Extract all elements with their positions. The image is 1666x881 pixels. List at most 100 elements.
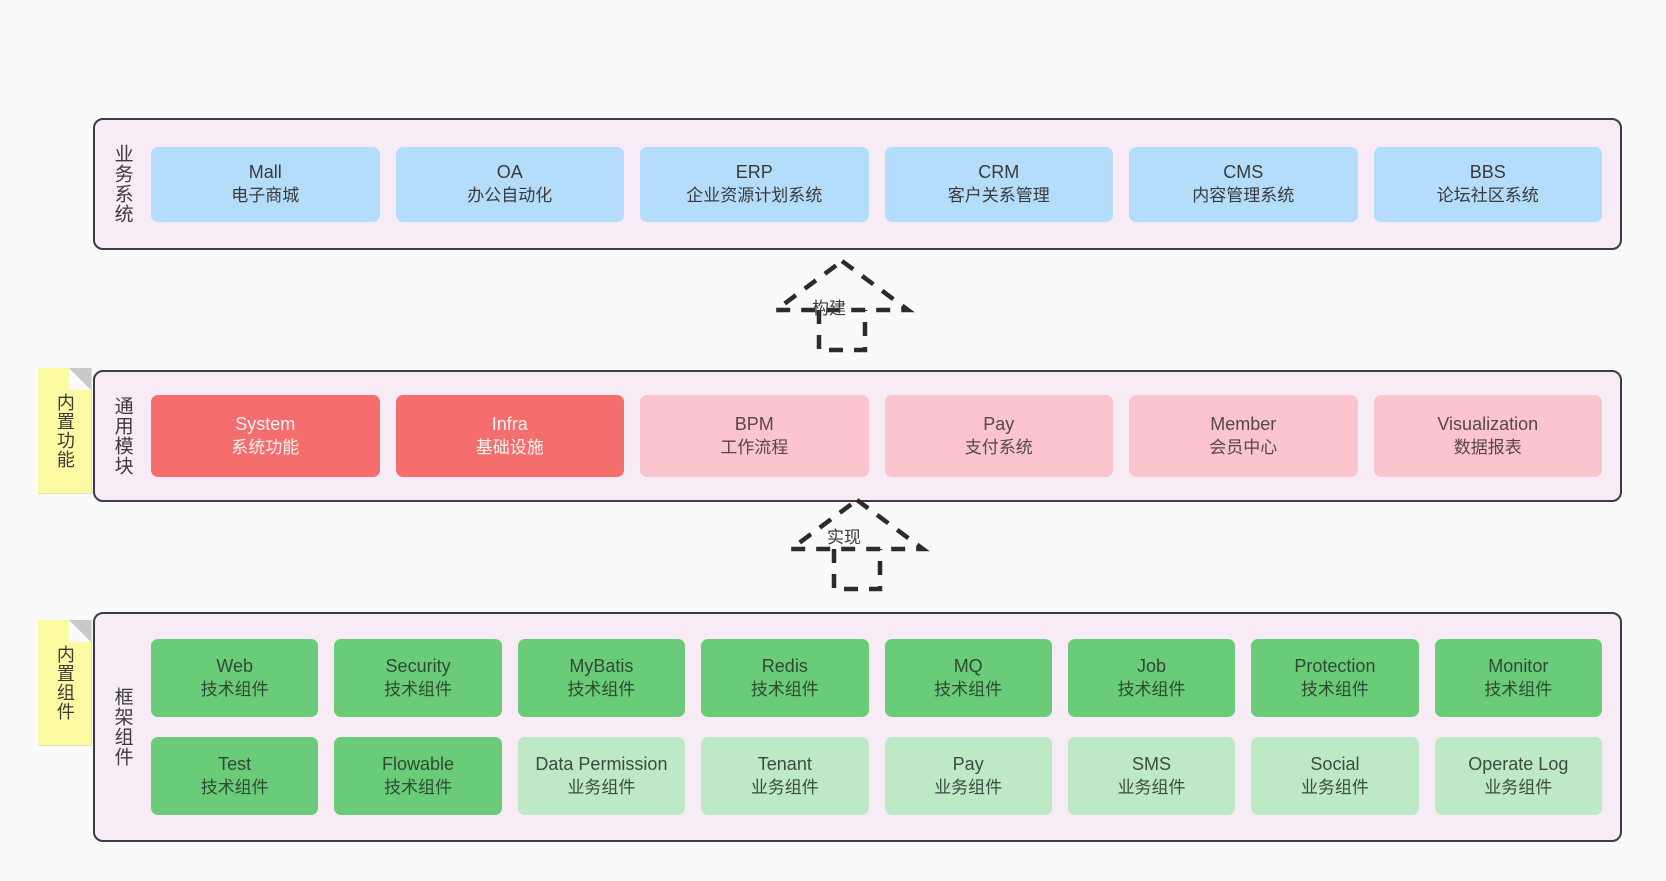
card-title-cn: 客户关系管理 [947,185,1050,205]
card-title-cn: 企业资源计划系统 [686,185,823,205]
card-title-en: Social [1310,754,1360,775]
card-mq[interactable]: MQ 技术组件 [884,639,1052,717]
note-builtin-function: 内置功能 [38,368,92,494]
layer-body-business-system: Mall 电子商城 OA 办公自动化 ERP 企业资源计划系统 CRM 客户关系… [141,120,1620,248]
card-title-en: Tenant [757,754,812,775]
card-row: Web 技术组件 Security 技术组件 MyBatis 技术组件 Redi… [151,639,1602,717]
connector-label-realize: 实现 [827,528,861,547]
layer-body-framework-component: Web 技术组件 Security 技术组件 MyBatis 技术组件 Redi… [141,614,1620,840]
card-title-cn: 技术组件 [200,777,269,797]
card-system[interactable]: System 系统功能 [151,395,380,477]
layer-title-common-module: 通用模块 [111,396,133,476]
card-title-cn: 论坛社区系统 [1436,185,1539,205]
note-builtin-component: 内置组件 [38,620,92,746]
card-title-cn: 业务组件 [1300,777,1369,797]
card-infra[interactable]: Infra 基础设施 [395,395,624,477]
card-crm[interactable]: CRM 客户关系管理 [884,146,1113,222]
card-title-cn: 业务组件 [750,777,819,797]
card-tenant[interactable]: Tenant 业务组件 [701,737,869,815]
card-operate-log[interactable]: Operate Log 业务组件 [1434,737,1602,815]
card-title-cn: 数据报表 [1453,437,1522,457]
card-title-en: Test [218,754,252,775]
card-social[interactable]: Social 业务组件 [1251,737,1419,815]
card-job[interactable]: Job 技术组件 [1067,639,1236,717]
card-protection[interactable]: Protection 技术组件 [1251,639,1419,717]
card-flowable[interactable]: Flowable 技术组件 [334,737,502,815]
card-row: Mall 电子商城 OA 办公自动化 ERP 企业资源计划系统 CRM 客户关系… [151,146,1602,222]
card-test[interactable]: Test 技术组件 [151,737,319,815]
card-redis[interactable]: Redis 技术组件 [701,639,869,717]
card-title-cn: 办公自动化 [467,185,553,205]
card-title-cn: 技术组件 [1300,679,1369,699]
card-visualization[interactable]: Visualization 数据报表 [1373,395,1602,477]
layer-framework-component: 框架组件 Web 技术组件 Security 技术组件 MyBatis 技术组件… [93,612,1622,842]
card-title-en: Mall [248,162,282,183]
layer-title-business-system: 业务系统 [111,144,133,224]
card-pay-component[interactable]: Pay 业务组件 [884,737,1052,815]
card-title-en: Pay [983,414,1015,435]
card-mybatis[interactable]: MyBatis 技术组件 [517,639,686,717]
card-title-en: MyBatis [569,656,634,677]
card-title-en: MQ [953,656,983,677]
card-monitor[interactable]: Monitor 技术组件 [1434,639,1602,717]
card-title-en: BBS [1469,162,1506,183]
layer-business-system: 业务系统 Mall 电子商城 OA 办公自动化 ERP 企业资源计划系统 CRM… [93,118,1622,250]
card-title-cn: 技术组件 [1484,679,1553,699]
card-sms[interactable]: SMS 业务组件 [1067,737,1236,815]
card-pay-module[interactable]: Pay 支付系统 [884,395,1113,477]
card-title-en: ERP [735,162,773,183]
card-mall[interactable]: Mall 电子商城 [151,146,380,222]
card-title-en: Web [216,656,254,677]
card-title-cn: 内容管理系统 [1192,185,1295,205]
card-title-cn: 电子商城 [231,185,300,205]
card-bbs[interactable]: BBS 论坛社区系统 [1373,146,1602,222]
card-title-en: Operate Log [1468,754,1569,775]
card-data-permission[interactable]: Data Permission 业务组件 [517,737,686,815]
layer-title-framework-component: 框架组件 [111,687,133,767]
note-label: 内置组件 [54,644,75,721]
card-title-cn: 技术组件 [200,679,269,699]
card-title-en: Flowable [382,754,455,775]
card-title-en: Infra [491,414,528,435]
card-erp[interactable]: ERP 企业资源计划系统 [640,146,869,222]
card-title-cn: 技术组件 [384,777,453,797]
card-title-cn: 业务组件 [1484,777,1553,797]
card-title-en: Redis [761,656,808,677]
card-cms[interactable]: CMS 内容管理系统 [1129,146,1358,222]
card-bpm[interactable]: BPM 工作流程 [640,395,869,477]
card-title-cn: 技术组件 [384,679,453,699]
card-web[interactable]: Web 技术组件 [151,639,319,717]
card-title-en: Pay [952,754,984,775]
card-title-en: Job [1137,656,1167,677]
card-title-cn: 系统功能 [231,437,300,457]
card-row: System 系统功能 Infra 基础设施 BPM 工作流程 Pay 支付系统… [151,395,1602,477]
card-oa[interactable]: OA 办公自动化 [395,146,624,222]
card-title-en: OA [496,162,523,183]
card-member[interactable]: Member 会员中心 [1129,395,1358,477]
card-title-en: Visualization [1437,414,1539,435]
layer-body-common-module: System 系统功能 Infra 基础设施 BPM 工作流程 Pay 支付系统… [141,372,1620,500]
card-title-cn: 技术组件 [567,679,636,699]
dashed-arrow-up-icon [769,258,915,353]
card-title-en: Security [385,656,451,677]
card-title-cn: 业务组件 [567,777,636,797]
generalization-arrow-realize [772,494,942,594]
card-title-en: Member [1210,414,1277,435]
card-title-en: Data Permission [535,754,668,775]
card-security[interactable]: Security 技术组件 [334,639,502,717]
layer-common-module: 通用模块 System 系统功能 Infra 基础设施 BPM 工作流程 Pay… [93,370,1622,502]
card-title-cn: 业务组件 [1117,777,1186,797]
card-title-cn: 技术组件 [750,679,819,699]
card-title-cn: 会员中心 [1209,437,1278,457]
generalization-arrow-build [757,255,927,355]
card-title-en: System [235,414,296,435]
card-title-cn: 支付系统 [964,437,1033,457]
card-title-en: BPM [734,414,774,435]
card-title-cn: 业务组件 [934,777,1003,797]
card-title-en: SMS [1132,754,1172,775]
card-title-cn: 基础设施 [475,437,544,457]
connector-label-build: 构建 [812,299,846,318]
card-title-cn: 技术组件 [934,679,1003,699]
card-title-en: CRM [978,162,1020,183]
card-title-en: Protection [1294,656,1376,677]
